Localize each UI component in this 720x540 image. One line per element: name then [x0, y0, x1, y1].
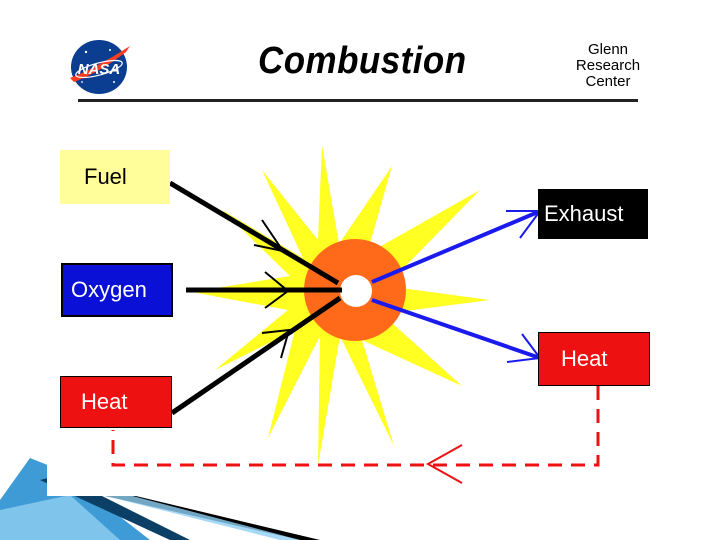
exhaust-box: Exhaust	[538, 189, 648, 239]
fuel-arrow	[168, 180, 340, 286]
org-line-3: Center	[585, 73, 631, 90]
heat-output-box: Heat	[538, 332, 650, 386]
reaction-point	[340, 275, 372, 307]
heat-input-arrow	[170, 295, 342, 416]
oxygen-box: Oxygen	[61, 263, 173, 317]
feedback-arrowhead	[425, 444, 463, 484]
nasa-logo-text: NASA	[78, 61, 121, 78]
page-title: Combustion	[258, 40, 467, 82]
org-name: Glenn Research Center	[566, 42, 650, 90]
heat-feedback-loop	[111, 386, 600, 467]
title-divider	[78, 99, 638, 102]
fuel-box: Fuel	[60, 150, 170, 204]
org-line-1: Glenn	[587, 41, 629, 58]
org-line-2: Research	[575, 57, 641, 74]
heat-input-box: Heat	[60, 376, 172, 428]
nasa-logo: NASA	[70, 40, 130, 94]
oxygen-arrow	[186, 271, 342, 309]
